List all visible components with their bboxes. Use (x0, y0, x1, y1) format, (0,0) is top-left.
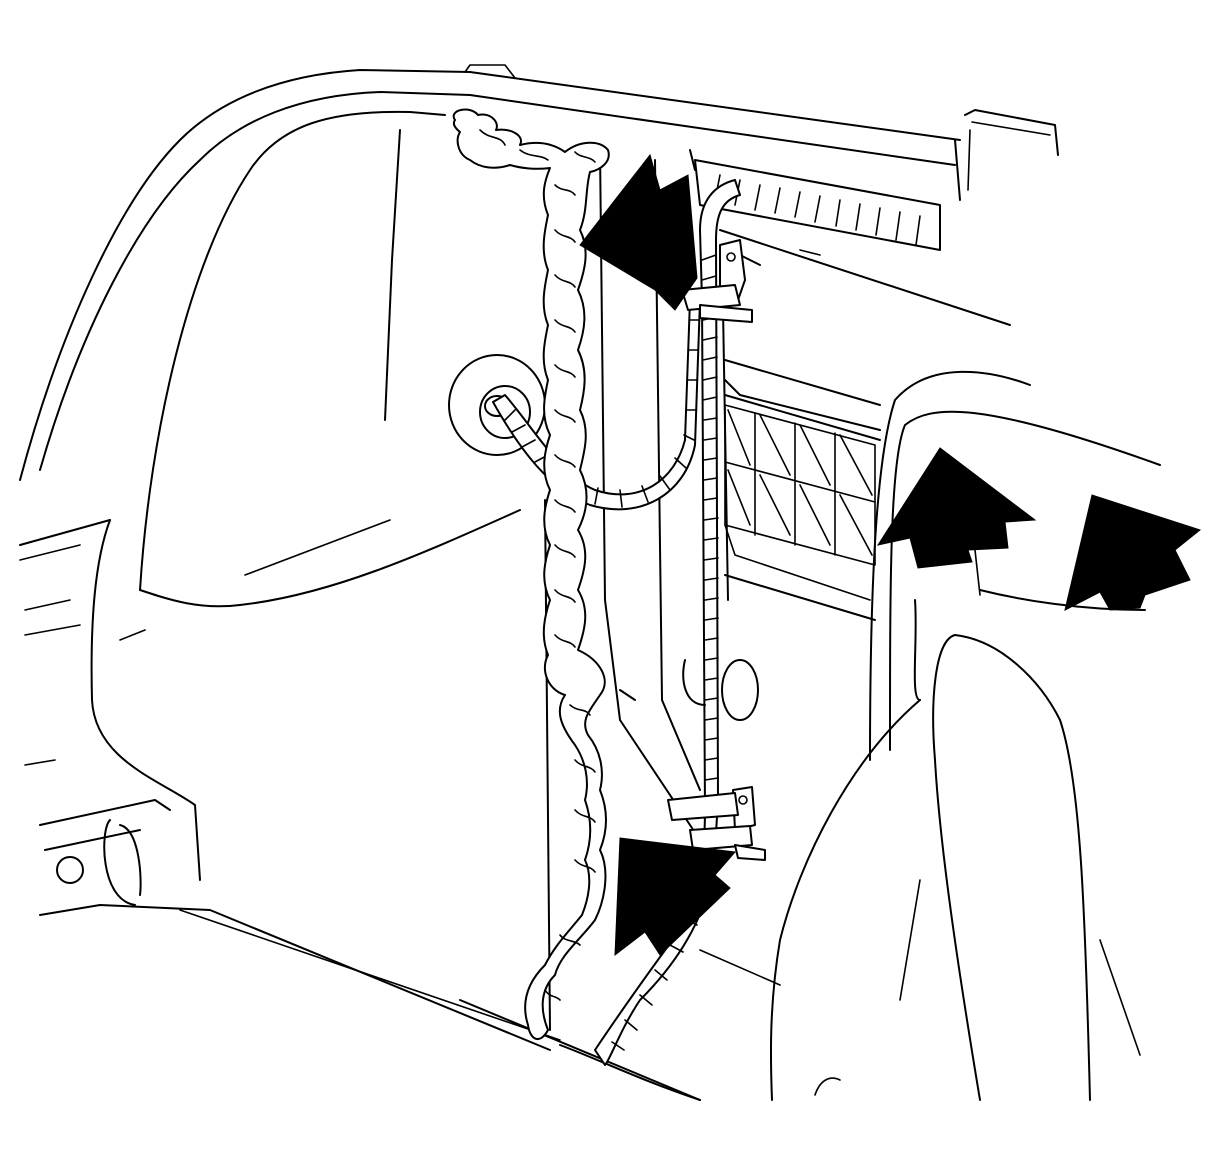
grille-cells (724, 404, 876, 566)
shelf-harness-strip (694, 159, 941, 251)
harness-branch (492, 299, 701, 511)
pillar-bracket (682, 659, 759, 721)
roof-rail (19, 64, 1059, 481)
callout-arrows (579, 153, 1202, 957)
arrow-right-upper-pointer (876, 447, 1037, 569)
quarter-panel (19, 110, 561, 1051)
arrow-upper-left-pointer (579, 153, 698, 311)
arrow-right-lower-pointer (1064, 494, 1202, 611)
harness-clip-lower (667, 786, 766, 861)
harness-clip-upper (681, 239, 753, 323)
rear-shelf-grille (694, 159, 1011, 621)
foam-sealer (452, 108, 610, 1040)
wheelhouse (769, 370, 1161, 1101)
trunk-floor (459, 949, 781, 1101)
arrow-lower-left-pointer (614, 837, 736, 957)
